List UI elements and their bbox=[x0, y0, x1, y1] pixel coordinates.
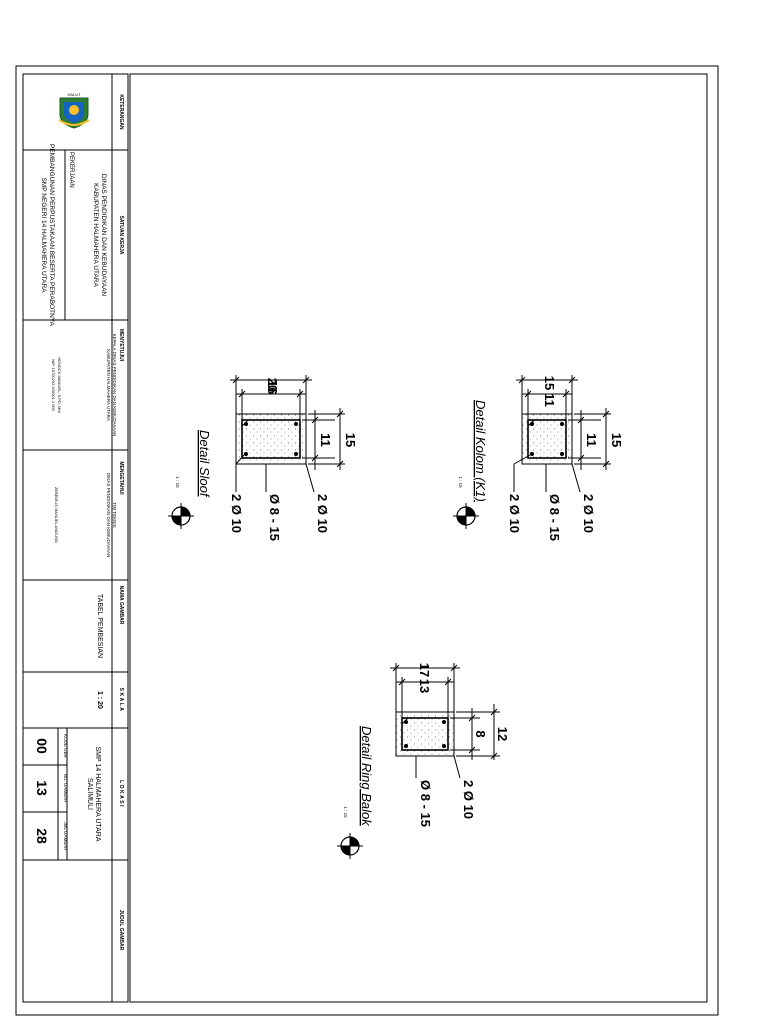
label-nama-gambar: NAMA GAMBAR bbox=[118, 586, 124, 625]
drawing-frame bbox=[129, 73, 708, 1003]
label-lokasi: LOKASI bbox=[118, 780, 124, 808]
label-judul-gambar: JUDUL GAMBAR bbox=[118, 910, 124, 951]
kolom-stirrup-label: Ø 8 - 15 bbox=[547, 494, 562, 541]
detail-sloof: 20 16 11 15 2 Ø 10 Ø 8 - 15 2 Ø 10 Detai… bbox=[168, 375, 358, 541]
kolom-section bbox=[521, 413, 573, 465]
kolom-stirrup bbox=[527, 419, 567, 459]
label-satuan-kerja: SATUAN KERJA bbox=[118, 216, 124, 255]
svg-text:HALUT: HALUT bbox=[67, 92, 81, 97]
sloof-stirrup-label: Ø 8 - 15 bbox=[267, 494, 282, 541]
sloof-title: Detail Sloof bbox=[197, 430, 212, 498]
sloof-dim-a: 20 bbox=[265, 378, 280, 392]
nama-gambar-value: TABEL PEMBESIAN bbox=[96, 594, 103, 658]
sloof-bar-2: 2 Ø 10 bbox=[315, 494, 330, 533]
label-no-gambar: NO. GAMBAR bbox=[63, 774, 68, 804]
title-block bbox=[22, 73, 129, 1003]
label-pekerjaan: PEKERJAAN bbox=[68, 152, 74, 188]
kolom-bar-1: 2 Ø 10 bbox=[507, 494, 522, 533]
sloof-scale: 1 : 15 bbox=[175, 476, 180, 488]
menyetujui-line-1: KEPALA DINAS PENDIDIKAN DAN KEBUDAYAAN bbox=[112, 334, 117, 437]
ring-balok-dim-d: 12 bbox=[495, 727, 510, 741]
lokasi-line-2: SALIMULI bbox=[86, 778, 93, 810]
label-mengetahui: MENGETAHUI bbox=[118, 461, 124, 495]
kolom-dim-a: 15 bbox=[542, 376, 557, 390]
detail-ring-balok: 17 13 8 12 Ø 8 - 15 2 Ø 10 Detail Ring B… bbox=[337, 663, 510, 859]
pekerjaan-line-2: SMP NEGERI 14 HALMAHERA UTARA bbox=[40, 178, 47, 294]
sloof-dim-c: 11 bbox=[318, 433, 333, 447]
kode-gbr-value: 00 bbox=[34, 738, 50, 754]
ring-balok-dim-a: 17 bbox=[417, 663, 432, 677]
ring-balok-scale: 1 : 15 bbox=[343, 806, 348, 818]
sloof-section bbox=[235, 413, 307, 465]
outer-border bbox=[15, 65, 719, 1016]
satuan-kerja-line-1: DINAS PENDIDIKAN DAN KEBUDAYAAN bbox=[100, 174, 107, 297]
pekerjaan-line-1: PEMBANGUNAN PERPUSTAKAAN BESERTA PERABOT… bbox=[48, 144, 55, 327]
label-jml-gambar: JML GAMBAR bbox=[63, 821, 68, 851]
kolom-dim-c: 11 bbox=[584, 433, 599, 447]
sloof-section-marker bbox=[168, 503, 194, 529]
kolom-bar-2: 2 Ø 10 bbox=[581, 494, 596, 533]
label-menyetujui: MENYETUJUI bbox=[118, 329, 124, 362]
label-kode-gbr: KODE GBR bbox=[63, 734, 68, 759]
label-skala: SKALA bbox=[118, 688, 124, 713]
ring-balok-dim-c: 8 bbox=[473, 730, 488, 737]
skala-value: 1 : 20 bbox=[96, 691, 103, 709]
ring-balok-title: Detail Ring Balok bbox=[359, 726, 374, 827]
kolom-title: Detail Kolom (K1) bbox=[473, 400, 488, 502]
kolom-section-marker bbox=[453, 503, 479, 529]
sloof-stirrup bbox=[241, 419, 301, 459]
jml-gambar-value: 28 bbox=[34, 828, 50, 844]
sloof-dim-d: 15 bbox=[343, 433, 358, 447]
ring-balok-dim-b: 13 bbox=[417, 679, 432, 693]
menyetujui-signatory-name: HENOCK MANUEL, S.PD, MM bbox=[57, 357, 62, 412]
sloof-bar-1: 2 Ø 10 bbox=[229, 494, 244, 533]
detail-kolom: 15 11 11 15 2 Ø 10 Ø 8 - 15 2 Ø 10 Detai… bbox=[453, 375, 624, 541]
ring-balok-stirrup bbox=[401, 717, 449, 751]
ring-balok-stirrup-label: Ø 8 - 15 bbox=[418, 780, 433, 827]
kolom-dim-b: 11 bbox=[542, 393, 557, 407]
menyetujui-signatory-nip: NIP. 19700202 200001 1 000 bbox=[51, 359, 56, 412]
label-keterangan: KETERANGAN bbox=[118, 94, 124, 130]
mengetahui-line-1: TIM TEKNIS bbox=[112, 502, 117, 527]
sloof-dim-b: 16 bbox=[265, 380, 280, 394]
lokasi-line-1: SMP 14 HALMAHERA UTARA bbox=[94, 746, 101, 841]
ring-balok-section bbox=[395, 711, 455, 757]
title-block-text: KETERANGAN SATUAN KERJA DINAS PENDIDIKAN… bbox=[34, 94, 124, 950]
kolom-scale: 1 : 15 bbox=[458, 476, 463, 488]
mengetahui-signatory: ZEBEDIUS MANUEL ANGUNG bbox=[54, 487, 59, 543]
ring-balok-bar-1: 2 Ø 10 bbox=[461, 780, 476, 819]
no-gambar-value: 13 bbox=[34, 780, 50, 796]
mengetahui-line-2: DINAS PENDIDIKAN DAN KEBUDAYAAN bbox=[106, 473, 111, 558]
regency-logo: HALUT bbox=[58, 92, 90, 129]
satuan-kerja-line-2: KABUPATEN HALMAHERA UTARA bbox=[92, 183, 99, 287]
menyetujui-line-2: KABUPATEN HALMAHERA UTARA bbox=[106, 349, 111, 421]
kolom-dim-d: 15 bbox=[609, 433, 624, 447]
ring-balok-section-marker bbox=[337, 833, 363, 859]
